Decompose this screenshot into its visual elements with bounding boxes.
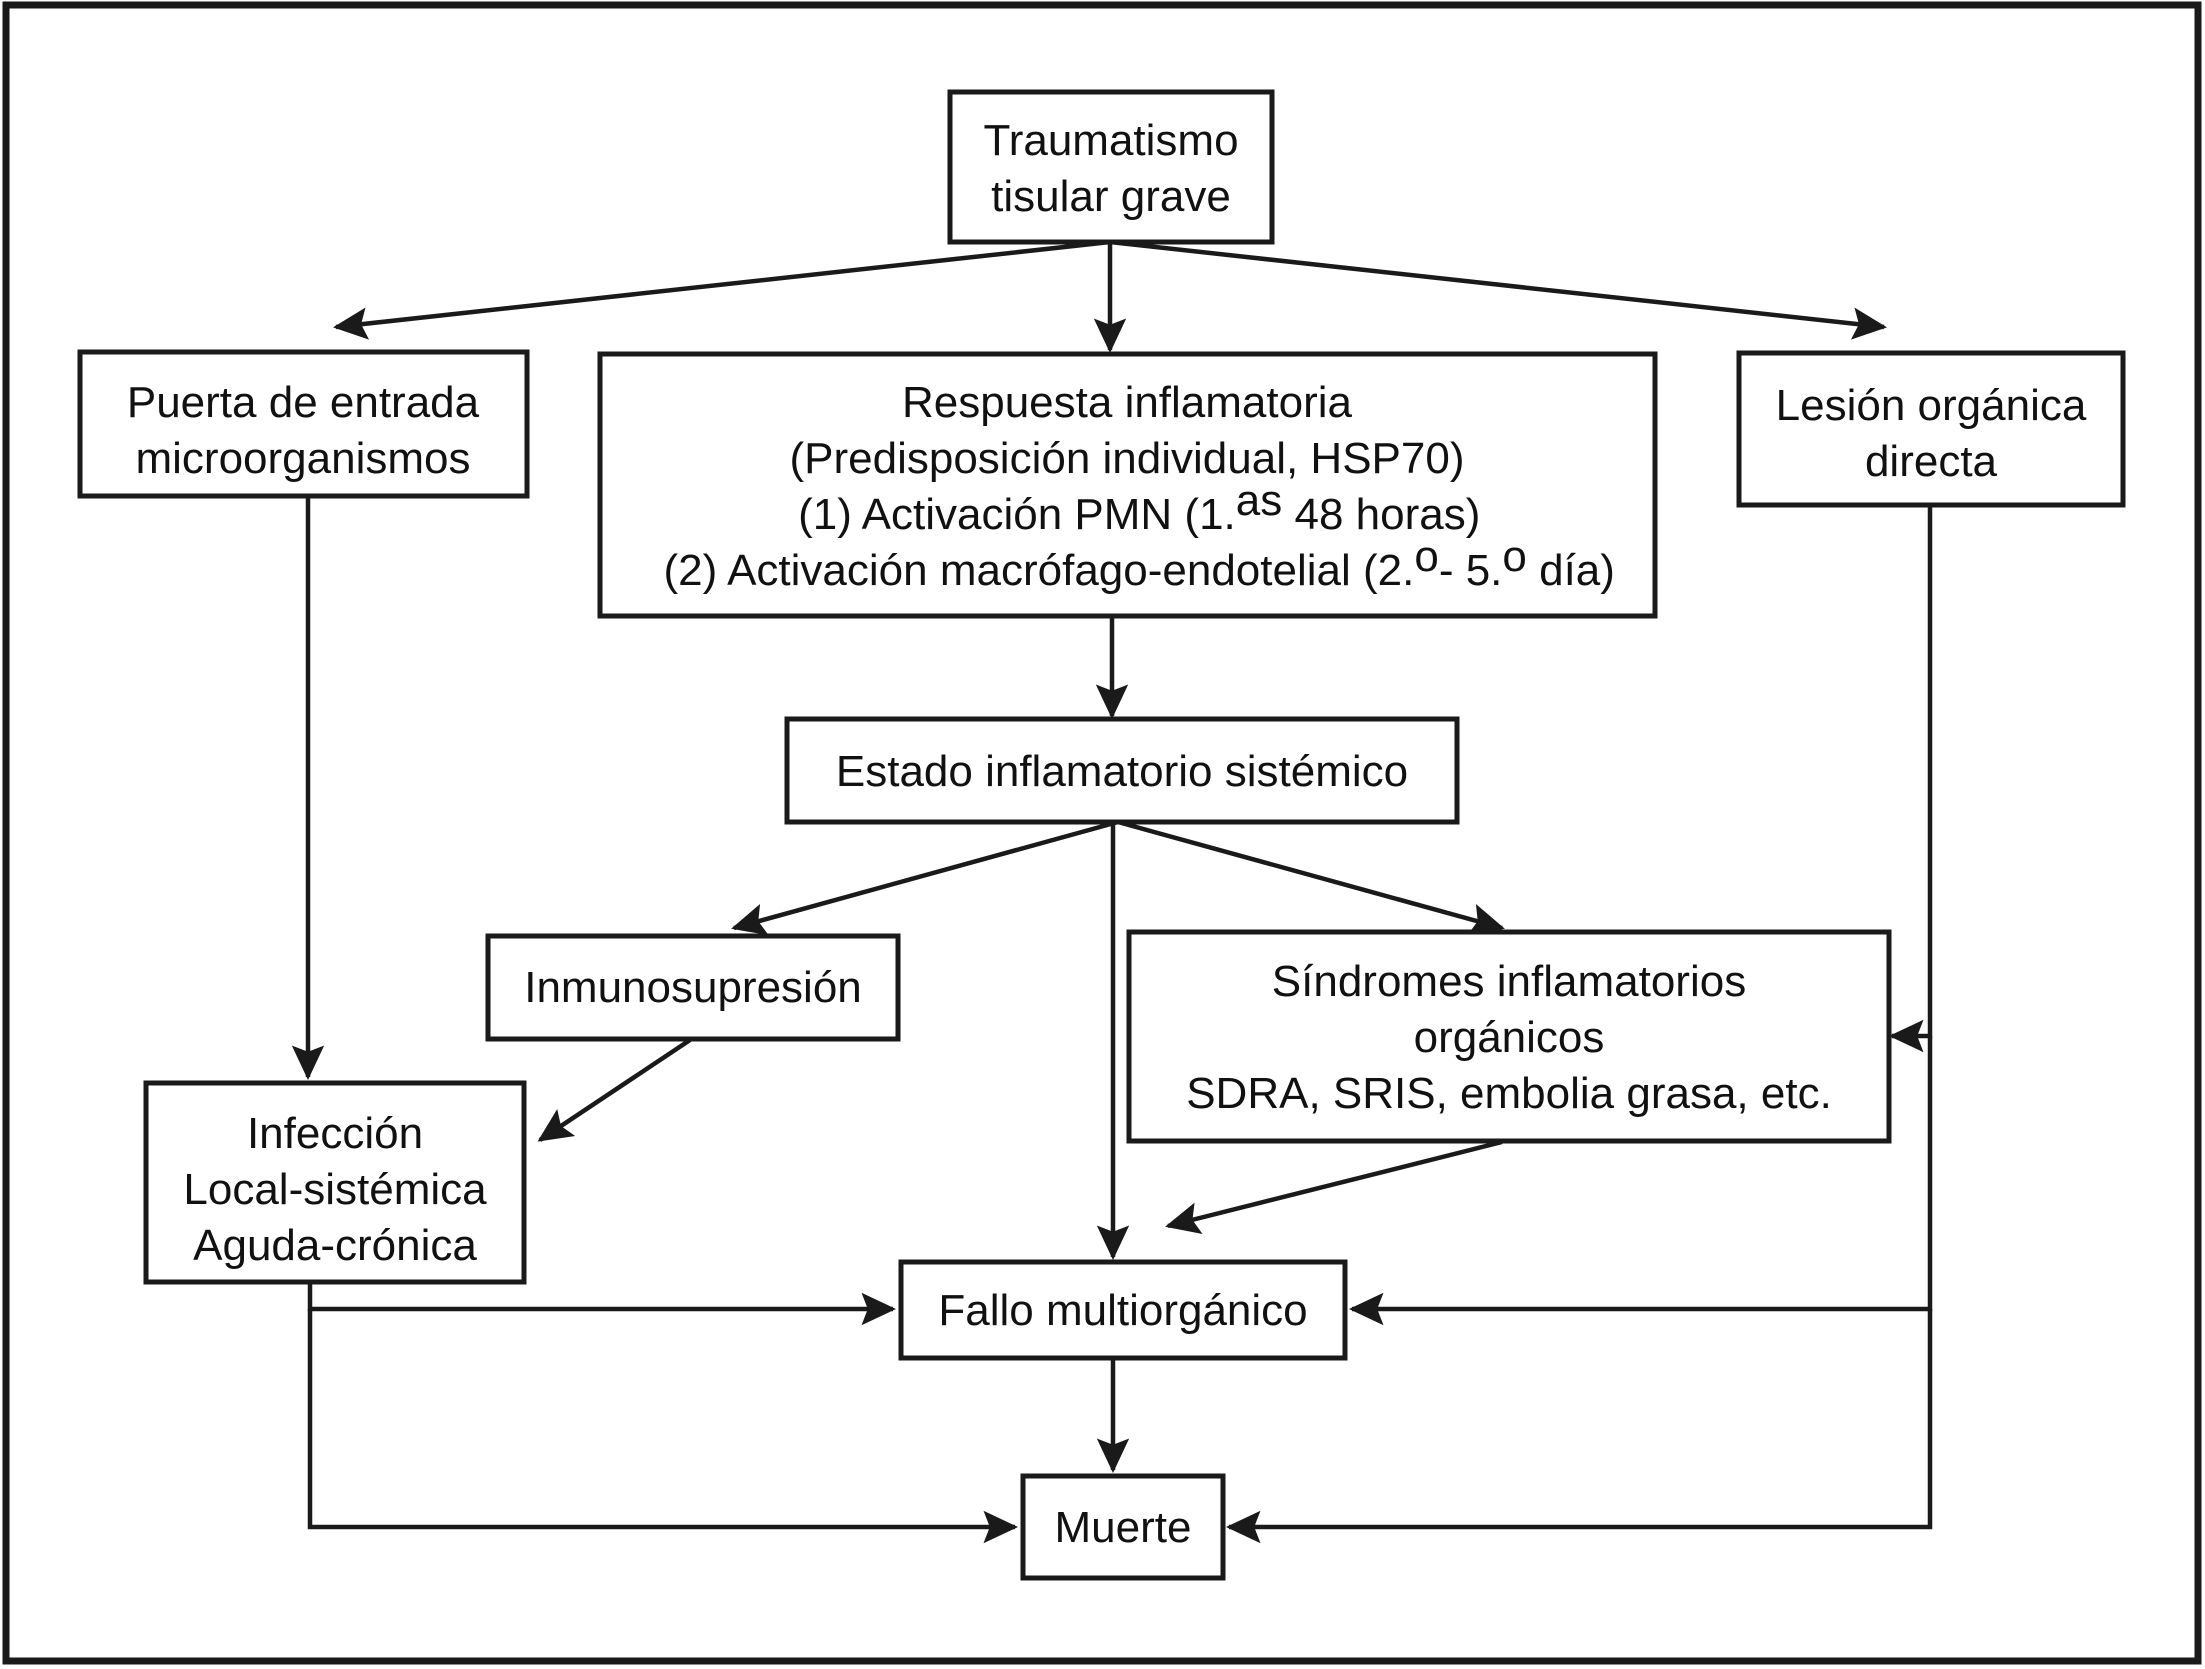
node-respuesta-line-3-b: 48 horas) (1282, 490, 1480, 539)
node-respuesta-line-4-superscript-2: o (1502, 532, 1526, 581)
node-lesion-line-1: Lesión orgánica (1776, 381, 2087, 430)
edge-lesion-to-muerte (1226, 1309, 1933, 1544)
edge-sindromes-to-fallo (1165, 1139, 1503, 1235)
edge-infeccion-to-fallo (307, 1282, 896, 1326)
edge-inmunosupresion-to-infeccion (537, 1038, 692, 1142)
node-estado-inflamatorio-sistemico[interactable]: Estado inflamatorio sistémico (784, 716, 1460, 825)
node-respuesta-line-3: (1) Activación PMN (1.as 48 horas) (688, 476, 1566, 539)
edge-infeccion-to-muerte (307, 1309, 1018, 1544)
node-puerta-line-2: microorganismos (136, 434, 471, 483)
node-infeccion-line-3: Aguda-crónica (193, 1221, 477, 1270)
node-fallo-multiorganico[interactable]: Fallo multiorgánico (898, 1259, 1348, 1361)
node-respuesta-line-2: (Predisposición individual, HSP70) (790, 434, 1465, 483)
node-respuesta-inflamatoria[interactable]: Respuesta inflamatoria (Predisposición i… (553, 351, 1700, 619)
edge-lesion-to-sindromes (1889, 506, 1933, 1053)
node-estado-label: Estado inflamatorio sistémico (836, 747, 1408, 796)
node-inmunosupresion-label: Inmunosupresión (524, 963, 862, 1012)
node-sindromes-inflamatorios-organicos[interactable]: Síndromes inflamatorios orgánicos SDRA, … (1126, 929, 1892, 1144)
node-muerte[interactable]: Muerte (1020, 1473, 1226, 1581)
node-respuesta-line-4-a: (2) Activación macrófago-endotelial (2. (664, 546, 1415, 595)
node-lesion-line-2: directa (1865, 437, 1998, 486)
edge-trauma-to-lesion (1109, 239, 1887, 340)
node-respuesta-line-4: (2) Activación macrófago-endotelial (2.o… (553, 532, 1700, 595)
node-respuesta-line-4-superscript-1: o (1414, 532, 1438, 581)
node-traumatismo-tisular-grave[interactable]: Traumatismo tisular grave (947, 89, 1275, 245)
edge-estado-to-inmunosupresion (731, 819, 1119, 936)
node-infeccion-line-2: Local-sistémica (183, 1165, 487, 1214)
node-traumatismo-line-1: Traumatismo (983, 116, 1238, 165)
node-respuesta-line-3-a: (1) Activación PMN (1. (798, 490, 1236, 539)
node-lesion-organica-directa[interactable]: Lesión orgánica directa (1736, 350, 2126, 508)
node-puerta-de-entrada-microorganismos[interactable]: Puerta de entrada microorganismos (77, 349, 530, 499)
node-puerta-line-1: Puerta de entrada (127, 378, 480, 427)
node-sindromes-line-3: SDRA, SRIS, embolia grasa, etc. (1186, 1069, 1832, 1118)
node-infeccion-local-sistemica-aguda-cronica[interactable]: Infección Local-sistémica Aguda-crónica (143, 1080, 527, 1285)
node-respuesta-line-4-b: - 5. (1439, 546, 1503, 595)
node-fallo-label: Fallo multiorgánico (938, 1286, 1307, 1335)
edge-trauma-to-puerta (333, 239, 1111, 340)
node-infeccion-line-1: Infección (247, 1109, 423, 1158)
node-respuesta-line-4-c: día) (1527, 546, 1615, 595)
node-respuesta-line-3-superscript: as (1236, 476, 1282, 525)
node-traumatismo-line-2: tisular grave (991, 172, 1231, 221)
node-sindromes-line-1: Síndromes inflamatorios (1272, 957, 1746, 1006)
node-inmunosupresion[interactable]: Inmunosupresión (485, 933, 901, 1042)
node-sindromes-line-2: orgánicos (1414, 1013, 1605, 1062)
node-respuesta-line-1: Respuesta inflamatoria (902, 378, 1353, 427)
node-muerte-label: Muerte (1055, 1503, 1192, 1552)
edge-layer (291, 239, 1933, 1544)
edge-estado-to-sindromes (1117, 819, 1505, 936)
